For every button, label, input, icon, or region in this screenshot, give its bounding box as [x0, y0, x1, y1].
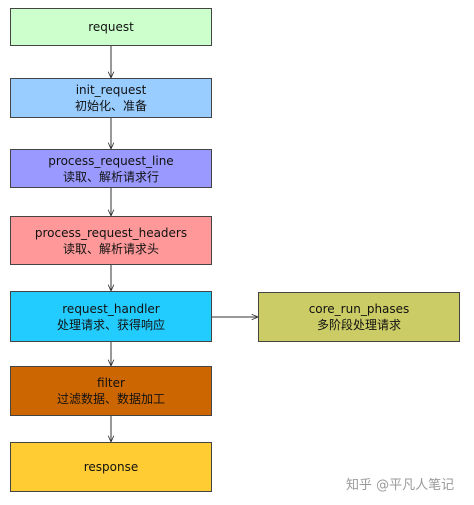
node-filter-title: filter	[97, 376, 125, 390]
node-filter: filter 过滤数据、数据加工	[10, 366, 212, 416]
node-core-run-phases: core_run_phases 多阶段处理请求	[258, 292, 460, 342]
watermark: 知乎 @平凡人笔记	[346, 478, 455, 493]
node-init-request-desc: 初始化、准备	[74, 99, 147, 113]
node-process-request-headers-desc: 读取、解析请求头	[62, 241, 159, 256]
node-init-request-title: init_request	[75, 83, 147, 97]
node-core-run-phases-desc: 多阶段处理请求	[316, 318, 401, 332]
node-request-handler: request_handler 处理请求、获得响应	[10, 291, 212, 342]
node-core-run-phases-title: core_run_phases	[308, 302, 410, 316]
node-process-request-headers: process_request_headers 读取、解析请求头	[10, 216, 212, 265]
node-init-request: init_request 初始化、准备	[10, 78, 212, 118]
node-process-request-line-title: process_request_line	[48, 153, 174, 168]
node-process-request-line: process_request_line 读取、解析请求行	[10, 149, 212, 188]
node-request-handler-desc: 处理请求、获得响应	[56, 317, 165, 332]
node-filter-desc: 过滤数据、数据加工	[56, 392, 165, 406]
node-process-request-line-desc: 读取、解析请求行	[62, 169, 159, 184]
node-process-request-headers-title: process_request_headers	[34, 225, 188, 240]
node-response: response	[10, 442, 212, 492]
node-request-handler-title: request_handler	[62, 301, 160, 316]
node-response-label: response	[83, 460, 139, 474]
node-request-label: request	[88, 20, 134, 34]
node-request: request	[10, 8, 212, 46]
